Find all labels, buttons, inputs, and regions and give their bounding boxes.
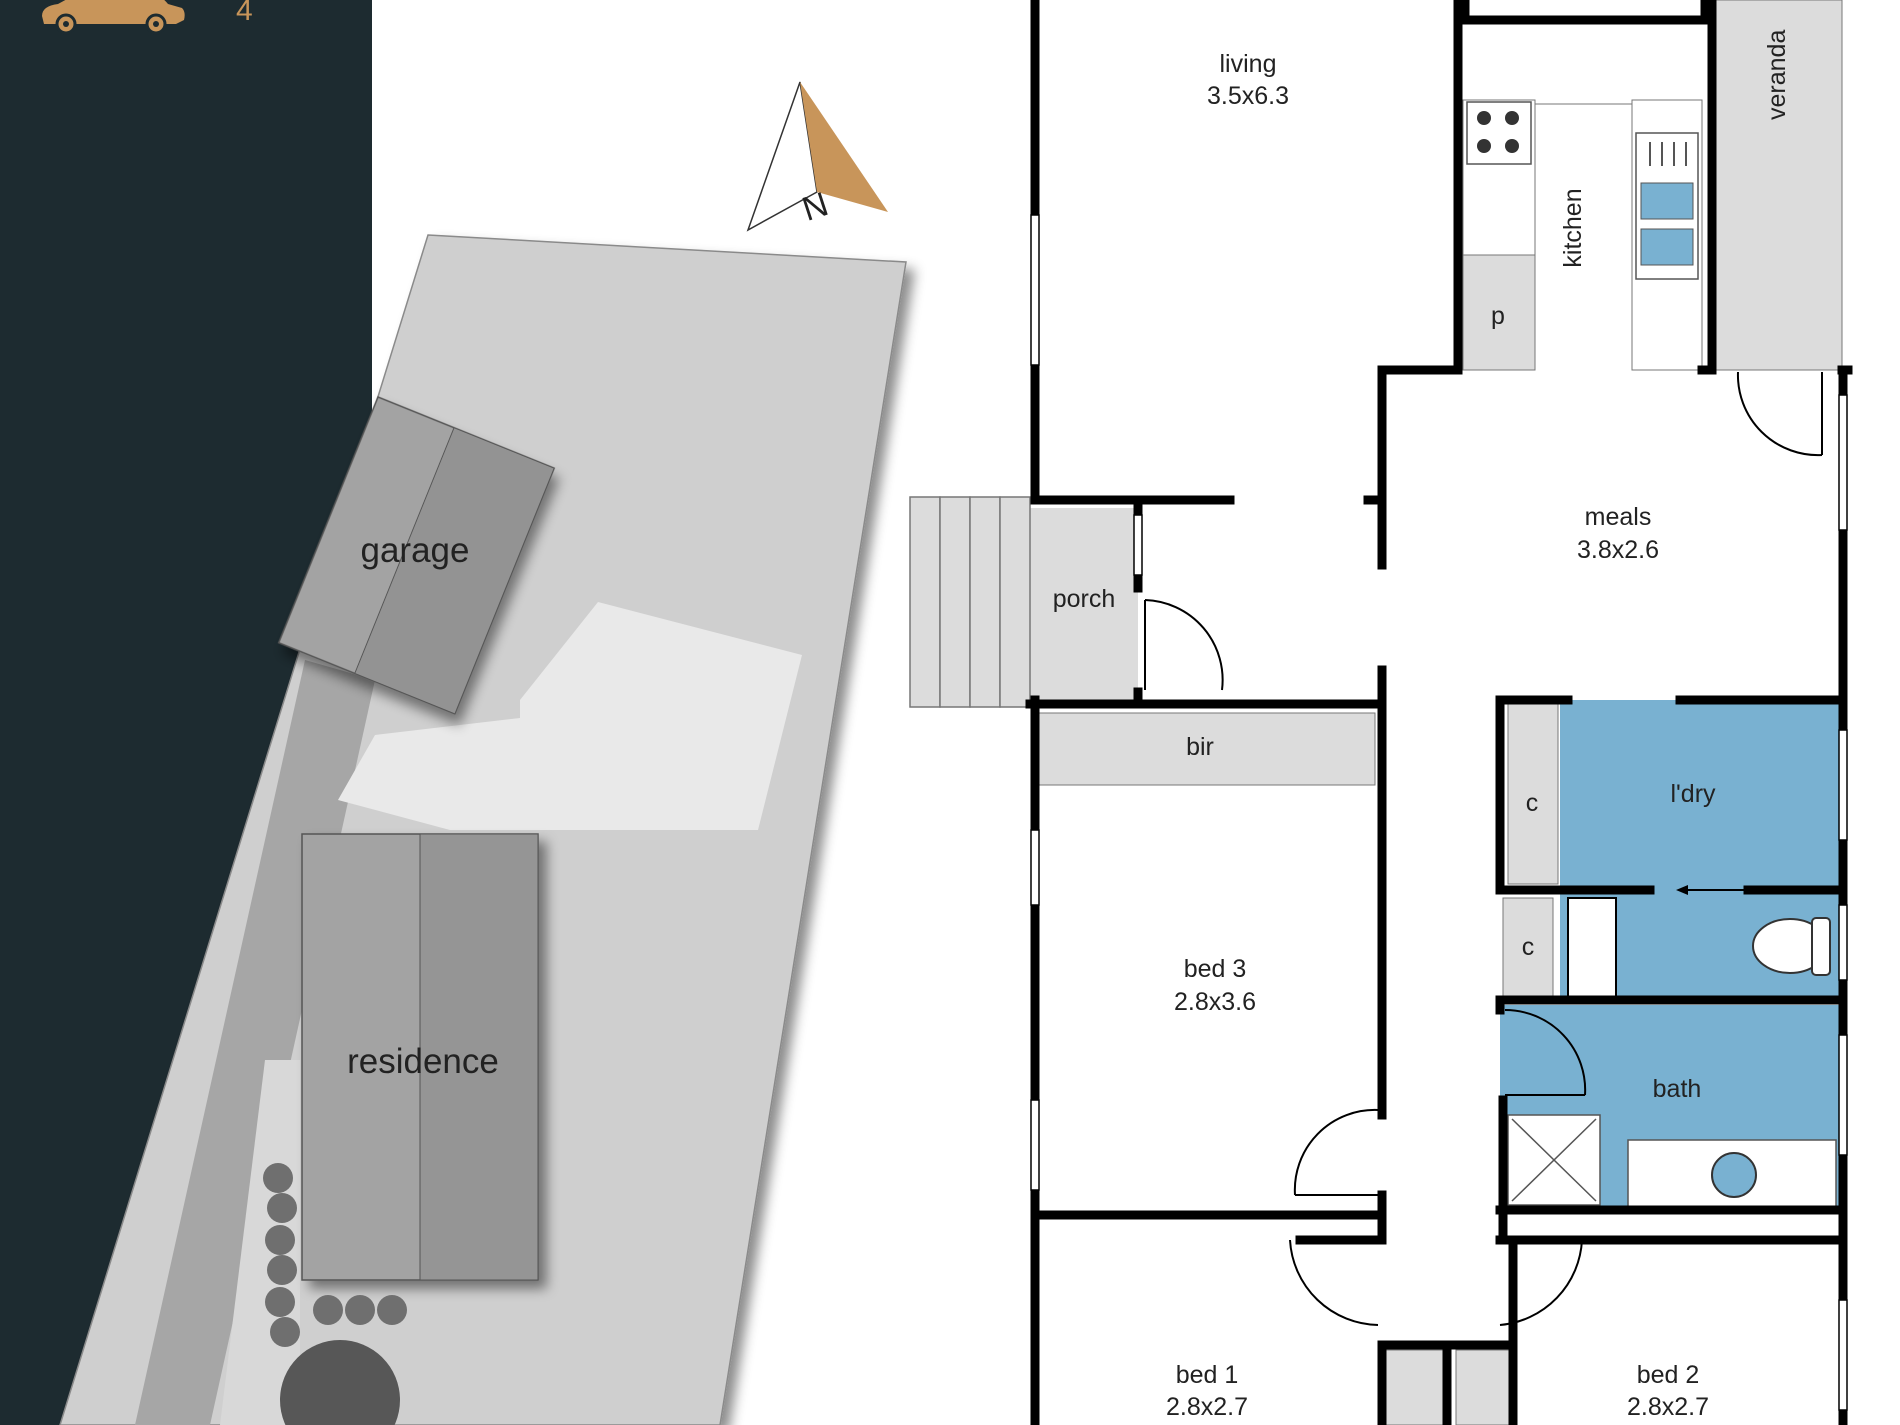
- room-name-bir: bir: [1186, 733, 1214, 761]
- porch-steps: [909, 496, 1031, 708]
- room-name-bed3: bed 3: [1184, 955, 1247, 983]
- room-labels: living 3.5x6.3 kitchen p veranda porch m…: [1053, 30, 1791, 1421]
- arrow-icon: [1676, 885, 1754, 895]
- tree-icon: [280, 1340, 400, 1425]
- room-name-cupboard-2: c: [1522, 933, 1535, 961]
- paved-area: [338, 602, 802, 830]
- veranda-area: [1711, 0, 1843, 371]
- room-name-laundry: l'dry: [1670, 780, 1716, 808]
- basin-icon: [1711, 1152, 1757, 1198]
- cupboard-1: [1507, 703, 1559, 885]
- bir-area: [1034, 712, 1376, 786]
- sink-icon: [1635, 132, 1699, 280]
- car-count: 4: [236, 0, 253, 27]
- room-name-cupboard-1: c: [1526, 789, 1539, 817]
- room-size-meals: 3.8x2.6: [1577, 536, 1659, 564]
- residence-label: residence: [347, 1042, 499, 1081]
- cooktop-icon: [1466, 101, 1532, 165]
- cupboard-2: [1502, 897, 1554, 999]
- house-plan: living 3.5x6.3 kitchen p veranda porch m…: [909, 0, 1853, 1425]
- garage: [277, 396, 556, 715]
- kitchen-island-outline: [1535, 103, 1633, 370]
- porch-area: [1030, 508, 1138, 704]
- room-size-bed2: 2.8x2.7: [1627, 1393, 1709, 1421]
- car-icon: [42, 0, 185, 35]
- room-name-living: living: [1220, 50, 1277, 78]
- room-name-bed2: bed 2: [1637, 1361, 1700, 1389]
- windows: [1030, 214, 1848, 1411]
- toilet-icon: [1752, 917, 1831, 976]
- room-name-veranda: veranda: [1763, 30, 1791, 120]
- room-name-pantry: p: [1491, 302, 1505, 330]
- shrub-icons: [263, 1163, 407, 1347]
- room-name-porch: porch: [1053, 585, 1116, 613]
- site-plan: garage residence: [59, 234, 907, 1425]
- pantry-area: [1462, 254, 1536, 371]
- residence: [301, 833, 539, 1281]
- room-name-bath: bath: [1653, 1075, 1702, 1103]
- wardrobe-1: [1384, 1349, 1444, 1425]
- wc-cabinet: [1567, 897, 1617, 999]
- door-swings: [1144, 371, 1823, 1326]
- room-name-kitchen: kitchen: [1559, 188, 1587, 267]
- room-size-living: 3.5x6.3: [1207, 82, 1289, 110]
- room-size-bed1: 2.8x2.7: [1166, 1393, 1248, 1421]
- north-arrow-icon: N: [746, 81, 888, 232]
- room-name-bed1: bed 1: [1176, 1361, 1239, 1389]
- shower-icon: [1507, 1114, 1601, 1206]
- wardrobe-2: [1455, 1349, 1515, 1425]
- garage-label: garage: [361, 531, 470, 570]
- room-size-bed3: 2.8x3.6: [1174, 988, 1256, 1016]
- room-name-meals: meals: [1585, 503, 1652, 531]
